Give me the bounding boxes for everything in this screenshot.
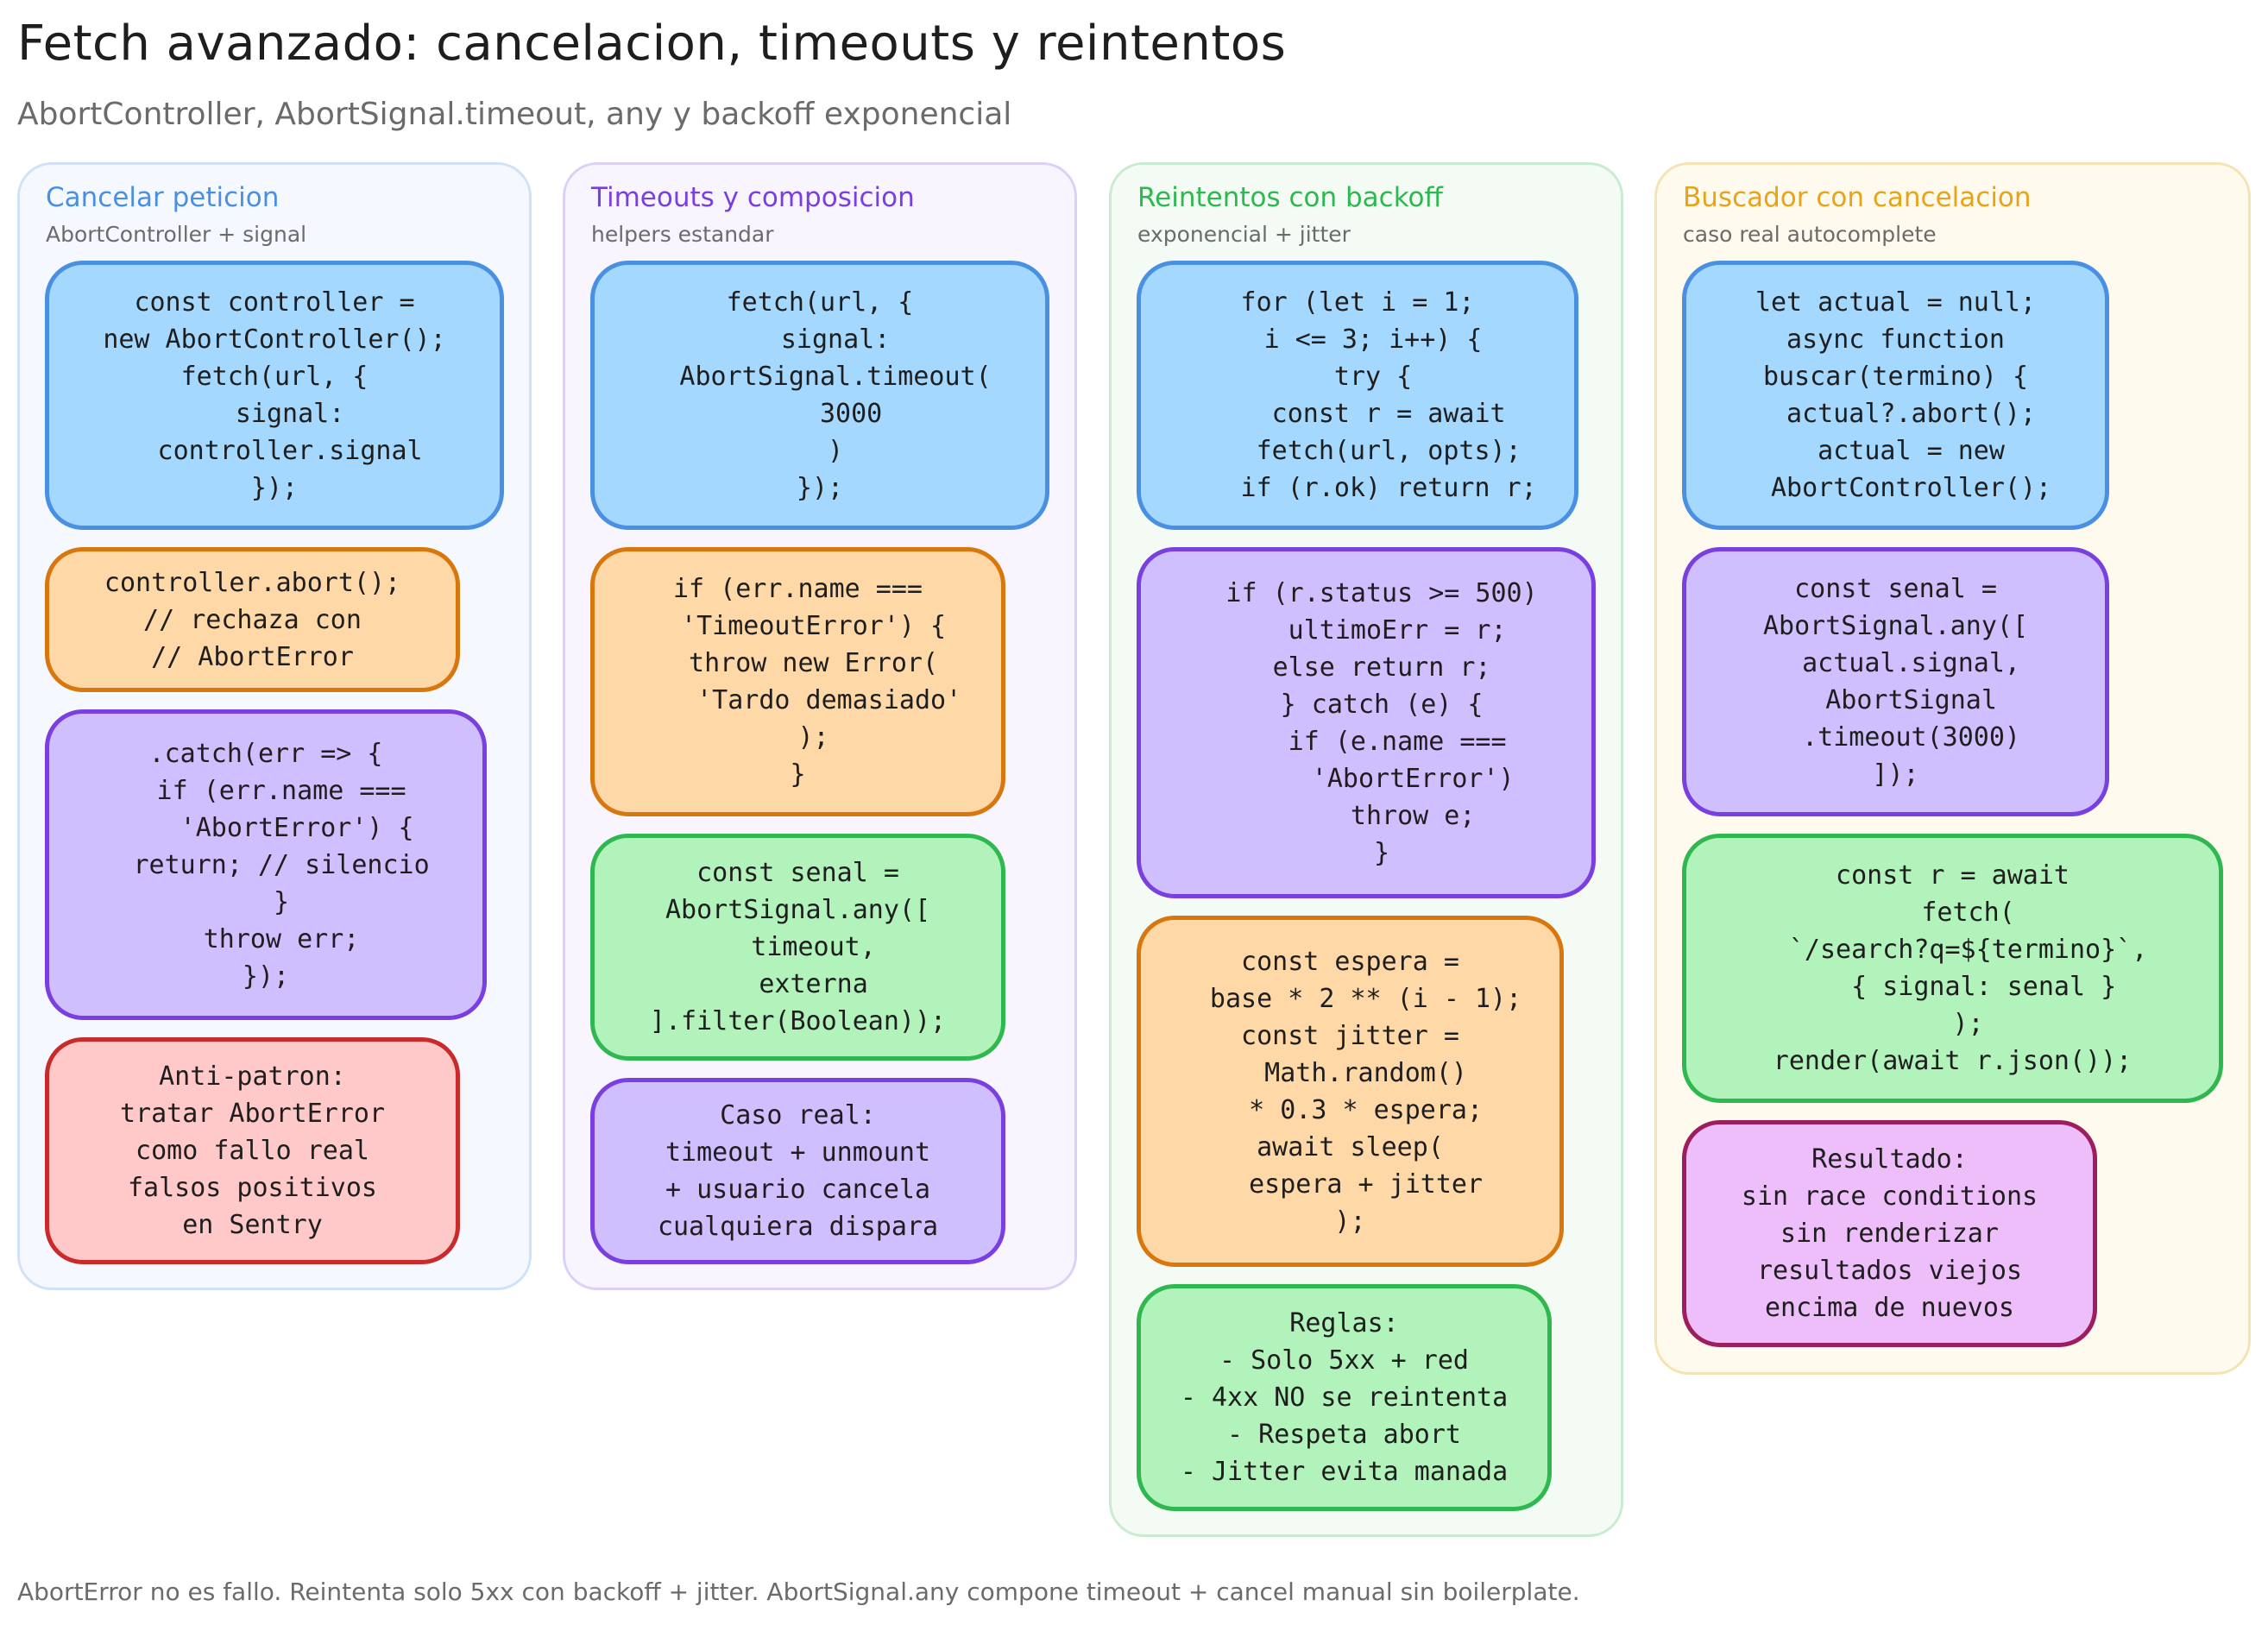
card-senal-compuesta: const senal = AbortSignal.any([ actual.s… bbox=[1682, 547, 2109, 816]
card-text: const senal = AbortSignal.any([ actual.s… bbox=[1762, 574, 2029, 790]
card-abortsignal-any: const senal = AbortSignal.any([ timeout,… bbox=[590, 834, 1005, 1061]
card-text: for (let i = 1; i <= 3; i++) { try { con… bbox=[1240, 287, 1537, 503]
card-reglas: Reglas: - Solo 5xx + red - 4xx NO se rei… bbox=[1137, 1284, 1552, 1511]
card-anti-patron: Anti-patron: tratar AbortError como fall… bbox=[45, 1037, 460, 1264]
card-controller-abort: controller.abort(); // rechaza con // Ab… bbox=[45, 547, 460, 692]
card-retry-loop: for (let i = 1; i <= 3; i++) { try { con… bbox=[1137, 261, 1578, 530]
column-title: Timeouts y composicion bbox=[591, 182, 915, 213]
card-text: .catch(err => { if (err.name === 'AbortE… bbox=[133, 738, 430, 992]
column-subtitle: caso real autocomplete bbox=[1683, 222, 1937, 247]
card-text: const controller = new AbortController()… bbox=[103, 287, 446, 503]
card-backoff-jitter: const espera = base * 2 ** (i - 1); cons… bbox=[1137, 916, 1564, 1267]
column-subtitle: helpers estandar bbox=[591, 222, 774, 247]
card-abortsignal-timeout: fetch(url, { signal: AbortSignal.timeout… bbox=[590, 261, 1049, 530]
card-text: const senal = AbortSignal.any([ timeout,… bbox=[649, 858, 947, 1036]
card-text: controller.abort(); // rechaza con // Ab… bbox=[104, 567, 401, 672]
column-title: Buscador con cancelacion bbox=[1683, 182, 2032, 213]
diagram-subtitle: AbortController, AbortSignal.timeout, an… bbox=[17, 97, 1012, 132]
column-title: Cancelar peticion bbox=[46, 182, 280, 213]
card-text: const r = await fetch( `/search?q=${term… bbox=[1773, 860, 2148, 1076]
card-caso-real: Caso real: timeout + unmount + usuario c… bbox=[590, 1078, 1005, 1264]
card-catch-aborterror: .catch(err => { if (err.name === 'AbortE… bbox=[45, 709, 487, 1020]
card-text: let actual = null; async function buscar… bbox=[1755, 287, 2052, 503]
card-text: Resultado: sin race conditions sin rende… bbox=[1741, 1144, 2038, 1323]
card-text: const espera = base * 2 ** (i - 1); cons… bbox=[1209, 946, 1522, 1237]
card-text: fetch(url, { signal: AbortSignal.timeout… bbox=[679, 287, 992, 503]
card-text: Anti-patron: tratar AbortError como fall… bbox=[119, 1061, 386, 1240]
card-abortcontroller-setup: const controller = new AbortController()… bbox=[45, 261, 504, 530]
column-title: Reintentos con backoff bbox=[1137, 182, 1443, 213]
card-timeout-error: if (err.name === 'TimeoutError') { throw… bbox=[590, 547, 1005, 816]
card-text: if (r.status >= 500) ultimoErr = r; else… bbox=[1225, 577, 1538, 868]
column-subtitle: exponencial + jitter bbox=[1137, 222, 1351, 247]
card-fetch-render: const r = await fetch( `/search?q=${term… bbox=[1682, 834, 2223, 1103]
card-text: Reglas: - Solo 5xx + red - 4xx NO se rei… bbox=[1180, 1308, 1509, 1487]
card-text: Caso real: timeout + unmount + usuario c… bbox=[657, 1100, 939, 1242]
diagram-title: Fetch avanzado: cancelacion, timeouts y … bbox=[17, 16, 1287, 72]
card-text: if (err.name === 'TimeoutError') { throw… bbox=[673, 574, 962, 790]
diagram-footer: AbortError no es fallo. Reintenta solo 5… bbox=[17, 1578, 1580, 1606]
card-status-check: if (r.status >= 500) ultimoErr = r; else… bbox=[1137, 547, 1596, 898]
column-subtitle: AbortController + signal bbox=[46, 222, 307, 247]
card-buscar-function: let actual = null; async function buscar… bbox=[1682, 261, 2109, 530]
card-resultado: Resultado: sin race conditions sin rende… bbox=[1682, 1120, 2097, 1347]
